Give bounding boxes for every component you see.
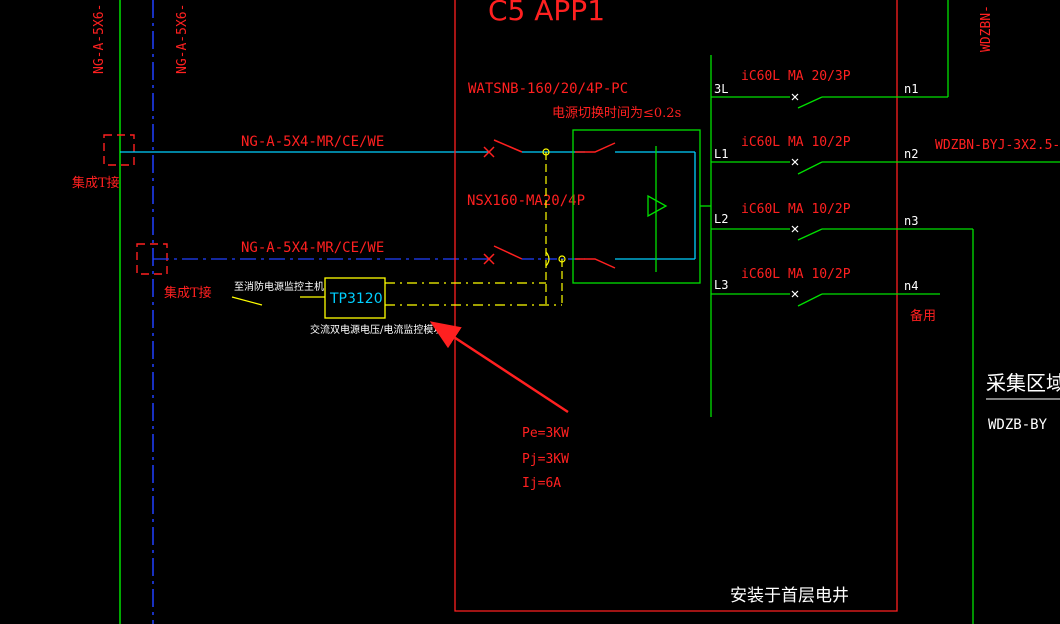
monitor-module-box xyxy=(324,277,386,319)
phase-label-n2: L1 xyxy=(714,147,728,161)
fire-host-label: 至消防电源监控主机 xyxy=(234,280,324,293)
n2-cable-label: WDZBN-BYJ-3X2.5- xyxy=(935,138,1060,153)
load-pe: Pe=3KW xyxy=(522,426,569,441)
circuit-id-n4: n4 xyxy=(904,279,918,293)
circuit-id-n3: n3 xyxy=(904,214,918,228)
fire-host-arrow-line xyxy=(231,296,263,306)
phase-label-n1: 3L xyxy=(714,82,728,96)
breaker-2-x-b xyxy=(483,253,495,265)
cable-label-top-left-1: NG-A-5X6- xyxy=(92,4,107,74)
ats-box xyxy=(572,129,701,284)
load-pj: Pj=3KW xyxy=(522,452,569,467)
circuit-id-n2: n2 xyxy=(904,147,918,161)
phase-label-n3: L2 xyxy=(714,212,728,226)
lower-right-cable-label: WDZB-BY xyxy=(988,417,1048,433)
breaker-label-n2: iC60L MA 10/2P xyxy=(741,135,851,150)
right-vertical-cable-label: WDZBN- xyxy=(979,5,994,52)
install-note: 安装于首层电井 xyxy=(730,586,849,606)
circuit-id-n1: n1 xyxy=(904,82,918,96)
circuit-n1: 3L iC60L MA 20/3P n1 xyxy=(711,69,948,109)
ats-contact-2 xyxy=(575,258,616,269)
breaker-2-blade xyxy=(493,245,523,260)
t-junction-box-1 xyxy=(103,134,135,166)
ats-model-label: WATSNB-160/20/4P-PC xyxy=(468,81,628,97)
incoming-cable-label-1: NG-A-5X4-MR/CE/WE xyxy=(241,134,384,150)
acq-area-label: 采集区域 xyxy=(986,371,1060,395)
tap-label-1: 集成T接 xyxy=(72,175,120,191)
tap-node-2 xyxy=(558,255,566,263)
ats-contact-1 xyxy=(575,142,616,153)
panel-title: C5 APP1 xyxy=(488,0,605,27)
module-description: 交流双电源电压/电流监控模块 xyxy=(310,323,443,336)
circuit-n2: L1 iC60L MA 10/2P n2 WDZBN-BYJ-3X2.5- xyxy=(711,135,1060,175)
breaker-1-x-b xyxy=(483,146,495,158)
phase-label-n4: L3 xyxy=(714,278,728,292)
circuit-n4: L3 iC60L MA 10/2P n4 备用 xyxy=(711,267,940,324)
breaker-label-n4: iC60L MA 10/2P xyxy=(741,267,851,282)
incoming-cable-label-2: NG-A-5X4-MR/CE/WE xyxy=(241,240,384,256)
breaker-1-blade xyxy=(493,139,523,153)
load-ij: Ij=6A xyxy=(522,476,561,491)
spare-label: 备用 xyxy=(910,308,936,324)
ats-triangle-icon xyxy=(647,194,668,218)
breaker-label-n1: iC60L MA 20/3P xyxy=(741,69,851,84)
circuit-n3: L2 iC60L MA 10/2P n3 xyxy=(711,202,974,624)
tap-label-2: 集成T接 xyxy=(164,285,212,301)
breaker-label-n3: iC60L MA 10/2P xyxy=(741,202,851,217)
tap-node-1 xyxy=(542,148,550,156)
cable-label-top-left-2: NG-A-5X6- xyxy=(175,4,190,74)
switch-time-label: 电源切换时间为≤0.2s xyxy=(552,106,681,121)
monitor-module-label: TP3120 xyxy=(329,291,383,307)
callout-arrow xyxy=(429,321,569,414)
nsx-model-label: NSX160-MA20/4P xyxy=(467,193,585,209)
tap-hop xyxy=(545,251,550,267)
